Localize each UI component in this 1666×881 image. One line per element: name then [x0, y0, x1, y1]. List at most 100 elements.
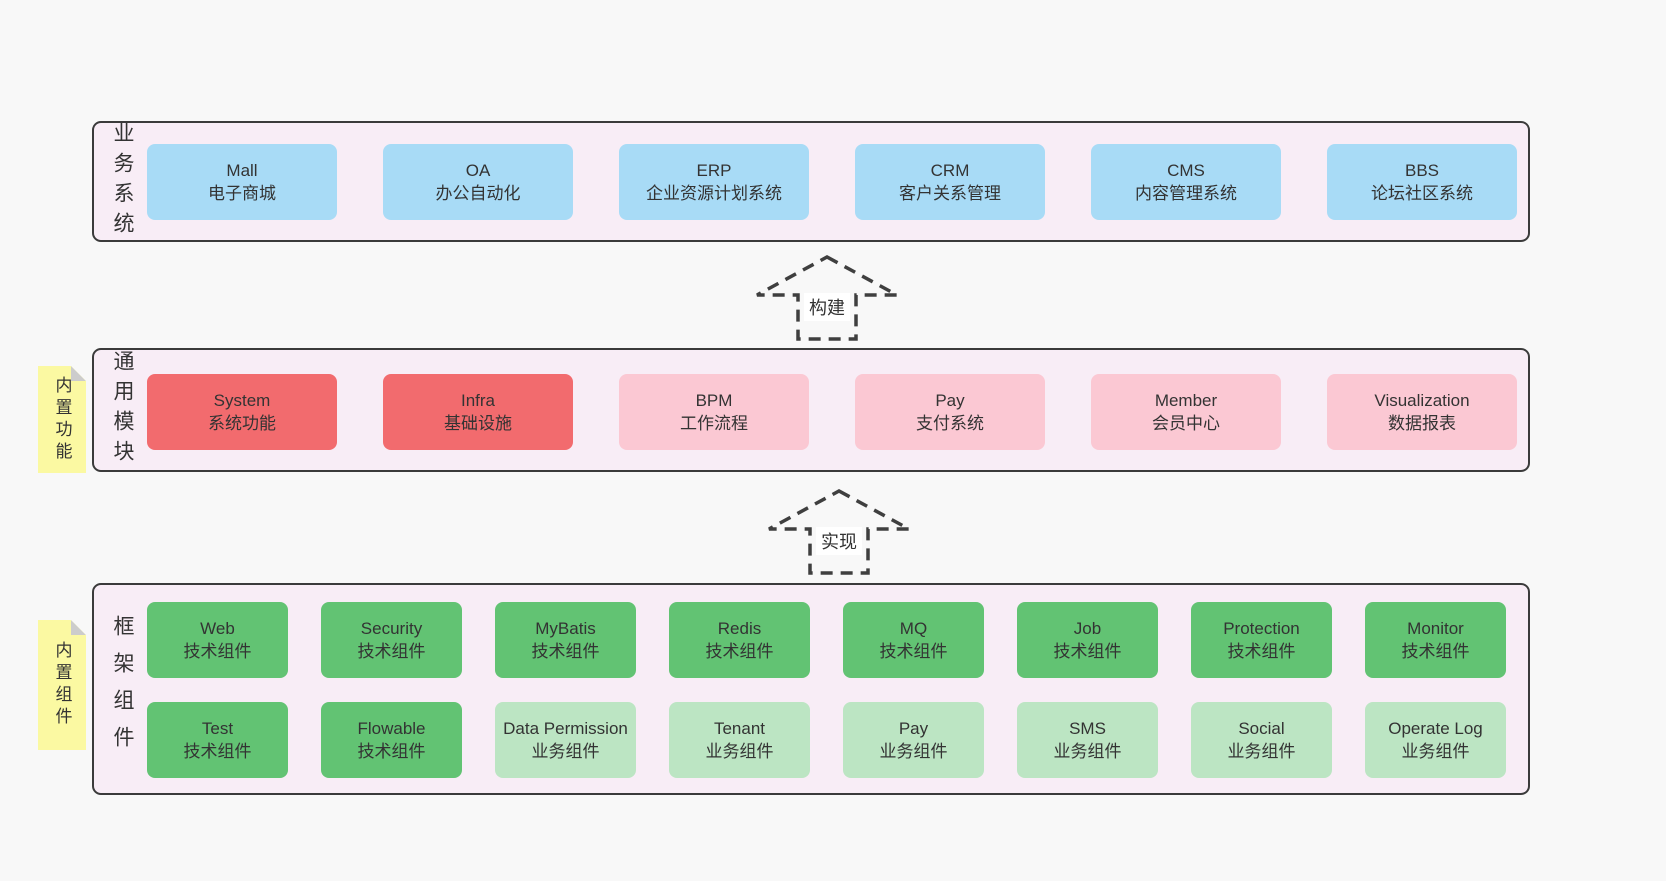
components-box-row-2: Test 技术组件 Flowable 技术组件 Data Permission … — [147, 702, 1506, 778]
box-title: SMS — [1069, 718, 1106, 738]
component-box-tenant: Tenant 业务组件 — [669, 702, 810, 778]
up-arrow-outline — [756, 255, 898, 341]
box-subtitle: 电子商城 — [208, 184, 276, 203]
box-title: BBS — [1404, 160, 1440, 180]
component-box-data-permission: Data Permission 业务组件 — [495, 702, 636, 778]
box-subtitle: 技术组件 — [183, 642, 252, 661]
component-box-social: Social 业务组件 — [1191, 702, 1332, 778]
box-subtitle: 系统功能 — [208, 414, 276, 433]
component-box-web: Web 技术组件 — [147, 602, 288, 678]
box-title: Social — [1238, 718, 1285, 738]
box-subtitle: 技术组件 — [1401, 642, 1470, 661]
box-title: Security — [360, 618, 423, 638]
box-title: Protection — [1223, 618, 1300, 638]
module-box-system: System 系统功能 — [147, 374, 337, 450]
box-subtitle: 客户关系管理 — [899, 184, 1001, 203]
business-box-row: Mall 电子商城 OA 办公自动化 ERP 企业资源计划系统 CRM 客户关系… — [147, 144, 1517, 220]
box-subtitle: 技术组件 — [1227, 642, 1296, 661]
arrow-label-background — [804, 293, 850, 321]
up-arrow-dashed-icon: 构建 — [756, 255, 898, 341]
box-subtitle: 办公自动化 — [435, 184, 521, 203]
folded-corner-icon — [71, 620, 86, 635]
box-subtitle: 技术组件 — [1053, 642, 1122, 661]
sticky-label: 内置组件 — [52, 641, 72, 729]
component-box-mybatis: MyBatis 技术组件 — [495, 602, 636, 678]
box-subtitle: 技术组件 — [357, 642, 426, 661]
box-subtitle: 技术组件 — [705, 642, 774, 661]
box-title: Tenant — [713, 718, 766, 738]
system-box-erp: ERP 企业资源计划系统 — [619, 144, 809, 220]
sticky-note-built-in-components: 内置组件 — [38, 620, 86, 750]
component-box-flowable: Flowable 技术组件 — [321, 702, 462, 778]
arrow-label: 构建 — [809, 298, 845, 318]
box-subtitle: 数据报表 — [1388, 414, 1456, 433]
box-subtitle: 业务组件 — [1227, 742, 1296, 761]
box-title: Monitor — [1407, 618, 1464, 638]
band-label-components: 框架组件 — [111, 615, 134, 763]
sticky-label: 内置功能 — [52, 375, 72, 464]
box-subtitle: 技术组件 — [531, 642, 600, 661]
system-box-crm: CRM 客户关系管理 — [855, 144, 1045, 220]
box-subtitle: 技术组件 — [183, 742, 252, 761]
component-box-mq: MQ 技术组件 — [843, 602, 984, 678]
box-subtitle: 工作流程 — [680, 414, 748, 433]
band-label-business: 业务系统 — [111, 121, 134, 242]
box-subtitle: 支付系统 — [916, 414, 984, 433]
sticky-note-built-in-features: 内置功能 — [38, 366, 86, 473]
box-title: Web — [200, 618, 235, 638]
box-title: CRM — [930, 160, 970, 180]
box-subtitle: 业务组件 — [879, 742, 948, 761]
box-title: Redis — [717, 618, 762, 638]
component-box-pay: Pay 业务组件 — [843, 702, 984, 778]
box-title: Job — [1073, 618, 1102, 638]
components-box-row-1: Web 技术组件 Security 技术组件 MyBatis 技术组件 Redi… — [147, 602, 1506, 678]
box-title: Data Permission — [503, 718, 628, 738]
module-box-bpm: BPM 工作流程 — [619, 374, 809, 450]
component-box-job: Job 技术组件 — [1017, 602, 1158, 678]
box-title: MQ — [899, 618, 928, 638]
box-title: Flowable — [357, 718, 426, 738]
box-title: CMS — [1167, 160, 1205, 180]
box-title: Mall — [226, 160, 258, 180]
up-arrow-dashed-icon: 实现 — [768, 489, 910, 575]
band-framework-components: 框架组件 Web 技术组件 Security 技术组件 MyBatis 技术组件… — [92, 583, 1530, 795]
box-title: MyBatis — [535, 618, 596, 638]
component-box-monitor: Monitor 技术组件 — [1365, 602, 1506, 678]
box-title: ERP — [696, 160, 732, 180]
box-title: Operate Log — [1388, 718, 1483, 738]
system-box-cms: CMS 内容管理系统 — [1091, 144, 1281, 220]
box-subtitle: 基础设施 — [444, 414, 512, 433]
box-subtitle: 技术组件 — [357, 742, 426, 761]
system-box-bbs: BBS 论坛社区系统 — [1327, 144, 1517, 220]
system-box-oa: OA 办公自动化 — [383, 144, 573, 220]
modules-box-row: System 系统功能 Infra 基础设施 BPM 工作流程 Pay 支付系统… — [147, 374, 1517, 450]
arrow-implement: 实现 — [764, 488, 914, 576]
up-arrow-outline — [768, 489, 910, 575]
box-subtitle: 技术组件 — [879, 642, 948, 661]
box-subtitle: 论坛社区系统 — [1371, 184, 1473, 203]
box-subtitle: 业务组件 — [531, 742, 600, 761]
system-box-mall: Mall 电子商城 — [147, 144, 337, 220]
arrow-label-background — [816, 527, 862, 555]
band-common-modules: 通用模块 System 系统功能 Infra 基础设施 BPM 工作流程 Pay… — [92, 348, 1530, 472]
box-subtitle: 会员中心 — [1152, 414, 1220, 433]
box-title: Test — [201, 718, 234, 738]
box-subtitle: 业务组件 — [1401, 742, 1470, 761]
component-box-redis: Redis 技术组件 — [669, 602, 810, 678]
module-box-pay: Pay 支付系统 — [855, 374, 1045, 450]
component-box-test: Test 技术组件 — [147, 702, 288, 778]
module-box-infra: Infra 基础设施 — [383, 374, 573, 450]
box-subtitle: 业务组件 — [705, 742, 774, 761]
box-subtitle: 业务组件 — [1053, 742, 1122, 761]
component-box-security: Security 技术组件 — [321, 602, 462, 678]
band-label-modules: 通用模块 — [111, 350, 134, 470]
box-title: BPM — [695, 390, 733, 410]
module-box-visualization: Visualization 数据报表 — [1327, 374, 1517, 450]
box-subtitle: 内容管理系统 — [1135, 184, 1237, 203]
box-title: OA — [465, 160, 491, 180]
component-box-sms: SMS 业务组件 — [1017, 702, 1158, 778]
box-title: Pay — [898, 718, 929, 738]
box-subtitle: 企业资源计划系统 — [646, 184, 782, 203]
box-title: Infra — [460, 390, 496, 410]
